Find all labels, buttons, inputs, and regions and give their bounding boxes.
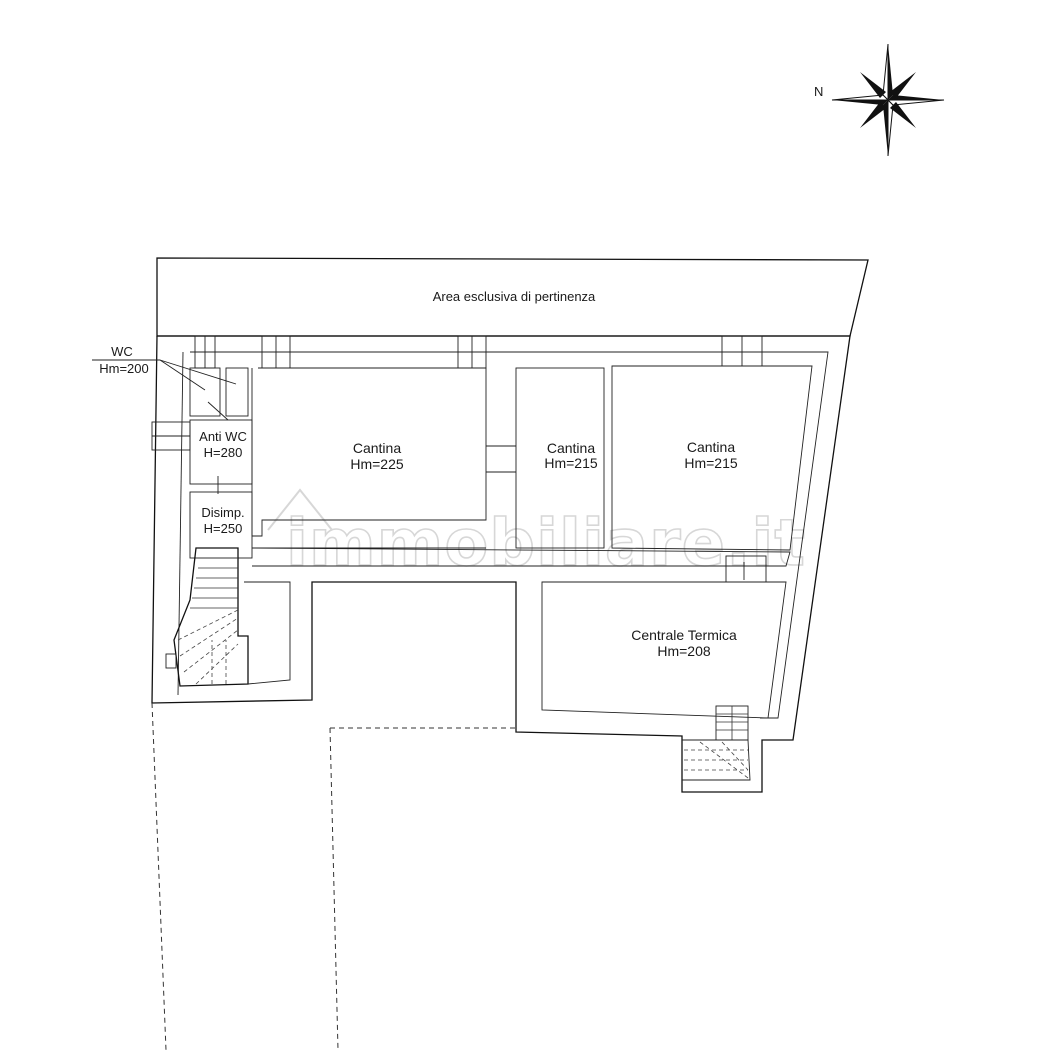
cantina-3-height: Hm=215 bbox=[684, 455, 738, 471]
disimp-name: Disimp. bbox=[201, 505, 244, 520]
room-cantina-3: Cantina Hm=215 bbox=[611, 365, 813, 551]
wc-name: WC bbox=[111, 344, 133, 359]
cantina-3-name: Cantina bbox=[687, 439, 735, 455]
anti-wc-name: Anti WC bbox=[199, 429, 247, 444]
cantina-1-name: Cantina bbox=[353, 440, 401, 456]
staircase-left bbox=[165, 547, 291, 687]
anti-wc-height: H=280 bbox=[204, 445, 243, 460]
wc-height: Hm=200 bbox=[99, 361, 149, 376]
centrale-termica-height: Hm=208 bbox=[657, 643, 711, 659]
disimp-height: H=250 bbox=[204, 521, 243, 536]
building-outline bbox=[151, 335, 851, 793]
room-centrale-termica: Centrale Termica Hm=208 bbox=[541, 581, 787, 719]
area-esclusiva-label: Area esclusiva di pertinenza bbox=[433, 289, 596, 304]
boundary-dashed bbox=[151, 702, 516, 1050]
watermark: immobiliare.it bbox=[267, 488, 806, 582]
room-cantina-1: Cantina Hm=225 bbox=[251, 367, 516, 549]
room-anti-wc: Anti WC H=280 bbox=[189, 419, 253, 494]
compass-rose-icon bbox=[831, 43, 945, 157]
room-cantina-2: Cantina Hm=215 bbox=[515, 367, 605, 549]
cantina-2-name: Cantina bbox=[547, 440, 595, 456]
staircase-right bbox=[682, 705, 751, 781]
watermark-text: immobiliare.it bbox=[286, 507, 806, 581]
north-label: N bbox=[814, 84, 823, 99]
cantina-1-height: Hm=225 bbox=[350, 456, 404, 472]
area-esclusiva: Area esclusiva di pertinenza bbox=[156, 257, 869, 337]
cantina-2-height: Hm=215 bbox=[544, 455, 598, 471]
room-wc: WC Hm=200 bbox=[92, 344, 249, 421]
centrale-termica-name: Centrale Termica bbox=[631, 627, 737, 643]
